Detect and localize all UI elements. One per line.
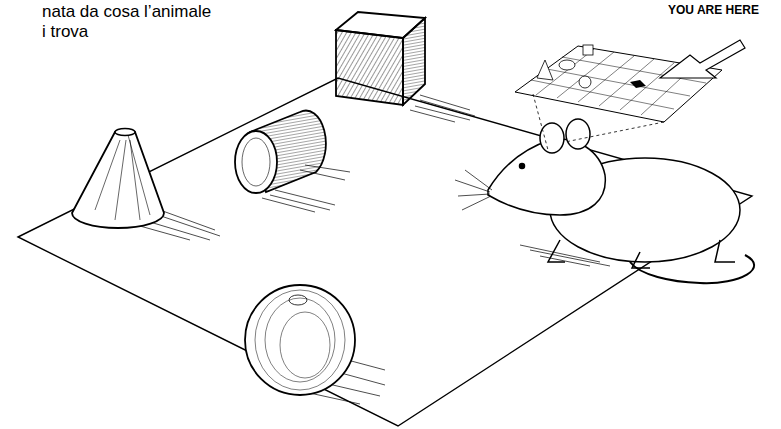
- cone: [72, 129, 164, 229]
- map-label: YOU ARE HERE: [668, 3, 759, 17]
- paper-sheet: [18, 78, 752, 426]
- cylinder: [235, 111, 326, 193]
- sphere: [245, 285, 355, 395]
- caption-line: i trova: [42, 22, 88, 42]
- map-inset: [515, 40, 745, 150]
- rat: [455, 119, 754, 283]
- pointer-arrow: [660, 40, 745, 78]
- shadows: [140, 95, 610, 404]
- caption-line: nata da cosa l’animale: [42, 2, 211, 22]
- cube: [336, 12, 425, 105]
